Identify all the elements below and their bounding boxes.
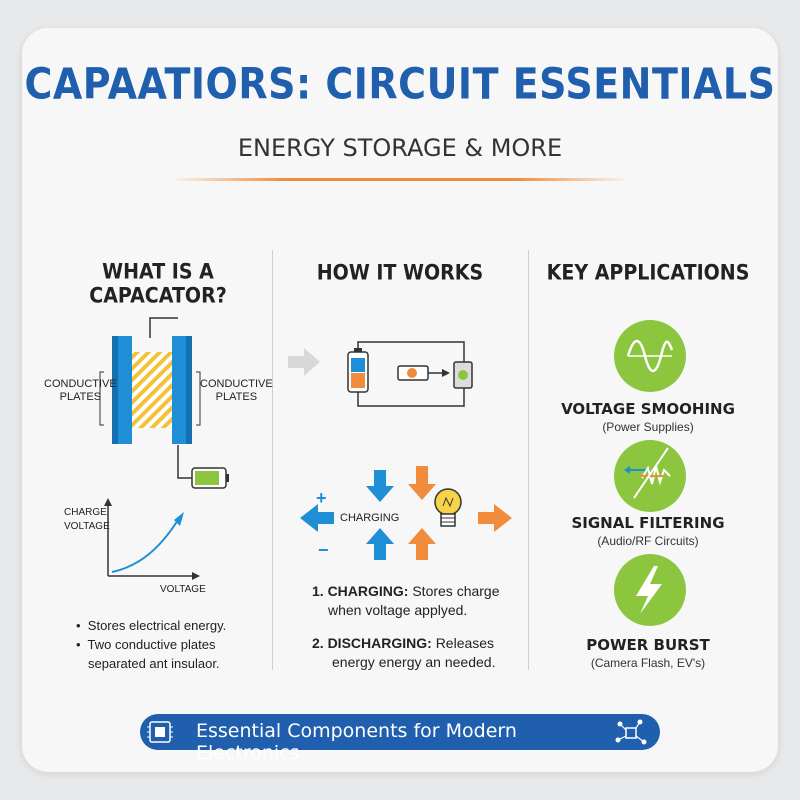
left-bracket: [99, 371, 104, 426]
charging-label: CHARGING: [340, 512, 400, 524]
app-1-title: VOLTAGE SMOOHING: [561, 400, 735, 418]
bottom-wire: [177, 445, 192, 479]
app-3-sub: (Camera Flash, EV's): [590, 656, 706, 670]
arrow-down-icon: [366, 470, 394, 502]
arrow-up-icon: [366, 528, 394, 560]
left-plate-label: CONDUCTIVE PLATES: [44, 378, 117, 403]
dielectric-layer: [132, 352, 172, 428]
bullet-1: • Stores electrical energy.: [76, 618, 227, 633]
column-divider-1: [272, 250, 273, 670]
arrow-down-orange-icon: [408, 466, 436, 500]
how-heading: HOW IT WORKS: [316, 260, 484, 286]
footer-banner: [140, 714, 660, 750]
charge-curve: [111, 519, 179, 573]
minus-sign: −: [318, 540, 329, 560]
flow-arrow-icon: [288, 348, 320, 376]
app-1-sub: (Power Supplies): [602, 420, 694, 434]
arrow-left-icon: [300, 504, 334, 532]
arrow-up-orange-icon: [408, 528, 436, 560]
bullet-2-cont: separated ant insulaor.: [88, 656, 220, 671]
page-title: CAPAATIORS: CIRCUIT ESSENTIALS: [24, 59, 776, 109]
app-2-sub: (Audio/RF Circuits): [597, 534, 699, 548]
step-2: 2. DISCHARGING: Releases energy energy a…: [312, 635, 496, 670]
step-1: 1. CHARGING: Stores charge when voltage …: [312, 583, 500, 618]
right-plate-label: CONDUCTIVE PLATES: [200, 378, 273, 403]
what-heading: WHAT IS A CAPACATOR?: [89, 259, 227, 309]
right-bracket: [196, 371, 201, 426]
graph-x-label: VOLTAGE: [160, 584, 206, 595]
light-bulb-icon: [434, 488, 462, 527]
column-divider-2: [528, 250, 529, 670]
app-3-title: POWER BURST: [586, 636, 710, 654]
bullet-2: • Two conductive plates: [76, 637, 216, 652]
graph-y-label: CHARGE VOLTAGE: [64, 507, 110, 532]
banner-text: Essential Components for Modern Electron…: [196, 720, 517, 764]
app-2-title: SIGNAL FILTERING: [571, 514, 725, 532]
plus-sign: +: [316, 488, 327, 508]
title-divider: [170, 178, 630, 181]
apps-heading: KEY APPLICATIONS: [546, 260, 750, 286]
top-wire: [149, 317, 178, 338]
arrow-right-icon: [478, 504, 512, 532]
page-subtitle: ENERGY STORAGE & MORE: [237, 134, 563, 162]
